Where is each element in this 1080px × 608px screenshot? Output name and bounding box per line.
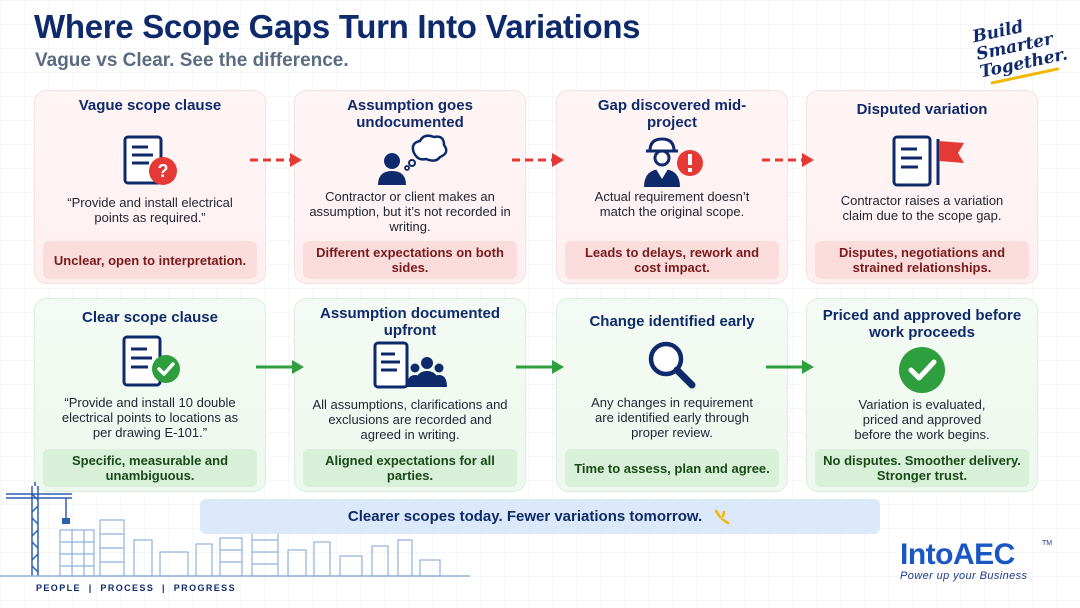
dashed-arrow-right-icon bbox=[250, 153, 302, 167]
card-result: Unclear, open to interpretation. bbox=[43, 241, 257, 279]
vague-step-3-card: Gap discovered mid-project Actual requir… bbox=[556, 90, 788, 284]
footer-tagline: PEOPLE | PROCESS | PROGRESS bbox=[36, 583, 236, 593]
document-team-icon bbox=[295, 341, 525, 391]
card-result: Time to assess, plan and agree. bbox=[565, 449, 779, 487]
card-title: Assumption goes undocumented bbox=[347, 97, 473, 131]
card-title: Disputed variation bbox=[856, 101, 988, 118]
page-subtitle: Vague vs Clear. See the difference. bbox=[35, 50, 349, 71]
worker-alert-icon bbox=[557, 133, 787, 189]
card-title: Clear scope clause bbox=[82, 309, 218, 326]
vague-step-2-card: Assumption goes undocumented Contractor … bbox=[294, 90, 526, 284]
logo-text: IntoAEC bbox=[900, 538, 1015, 571]
card-result: Different expectations on both sides. bbox=[303, 241, 517, 279]
magnifier-icon bbox=[557, 339, 787, 391]
svg-text:?: ? bbox=[158, 161, 169, 181]
dashed-arrow-right-icon bbox=[762, 153, 814, 167]
clear-step-4-card: Priced and approved before work proceeds… bbox=[806, 298, 1038, 492]
card-title: Vague scope clause bbox=[78, 97, 222, 114]
arrow-right-icon bbox=[766, 360, 814, 374]
card-result: No disputes. Smoother delivery. Stronger… bbox=[815, 449, 1029, 487]
clear-step-3-card: Change identified early Any changes in r… bbox=[556, 298, 788, 492]
card-body: “Provide and install electrical points a… bbox=[67, 195, 233, 225]
card-title: Priced and approved before work proceeds bbox=[822, 307, 1022, 341]
sparkle-icon bbox=[714, 509, 730, 524]
brand-logo: IntoAEC TM Power up your Business bbox=[900, 538, 1052, 582]
card-result: Leads to delays, rework and cost impact. bbox=[565, 241, 779, 279]
vague-step-1-card: Vague scope clause ? “Provide and instal… bbox=[34, 90, 266, 284]
card-result: Aligned expectations for all parties. bbox=[303, 449, 517, 487]
card-body: Variation is evaluated, priced and appro… bbox=[854, 397, 990, 442]
card-result: Disputes, negotiations and strained rela… bbox=[815, 241, 1029, 279]
card-body: Contractor raises a variation claim due … bbox=[840, 193, 1004, 223]
card-result: Specific, measurable and unambiguous. bbox=[43, 449, 257, 487]
logo-tagline: Power up your Business bbox=[900, 570, 1028, 582]
person-thought-bubble-icon bbox=[295, 131, 525, 189]
document-red-flag-icon bbox=[807, 133, 1037, 191]
card-body: Contractor or client makes an assumption… bbox=[309, 189, 511, 234]
logo-trademark: TM bbox=[1042, 540, 1053, 547]
document-check-icon bbox=[35, 333, 265, 389]
page-title: Where Scope Gaps Turn Into Variations bbox=[34, 8, 641, 45]
construction-skyline-icon bbox=[0, 482, 470, 577]
card-body: Actual requirement doesn’t match the ori… bbox=[594, 189, 750, 219]
bottom-banner: Clearer scopes today. Fewer variations t… bbox=[200, 499, 880, 534]
card-title: Change identified early bbox=[589, 313, 755, 330]
card-body: “Provide and install 10 double electrica… bbox=[61, 395, 239, 440]
document-question-icon: ? bbox=[35, 135, 265, 189]
arrow-right-icon bbox=[516, 360, 564, 374]
clear-step-2-card: Assumption documented upfront All assump… bbox=[294, 298, 526, 492]
card-title: Gap discovered mid-project bbox=[597, 97, 747, 131]
vague-step-4-card: Disputed variation Contractor raises a v… bbox=[806, 90, 1038, 284]
banner-text: Clearer scopes today. Fewer variations t… bbox=[347, 508, 703, 525]
slogan: Build Smarter Together. bbox=[971, 9, 1077, 87]
card-title: Assumption documented upfront bbox=[319, 305, 500, 339]
check-circle-icon bbox=[807, 345, 1037, 395]
clear-step-1-card: Clear scope clause “Provide and install … bbox=[34, 298, 266, 492]
arrow-right-icon bbox=[256, 360, 304, 374]
card-body: All assumptions, clarifications and excl… bbox=[312, 397, 508, 442]
card-body: Any changes in requirement are identifie… bbox=[591, 395, 753, 440]
dashed-arrow-right-icon bbox=[512, 153, 564, 167]
